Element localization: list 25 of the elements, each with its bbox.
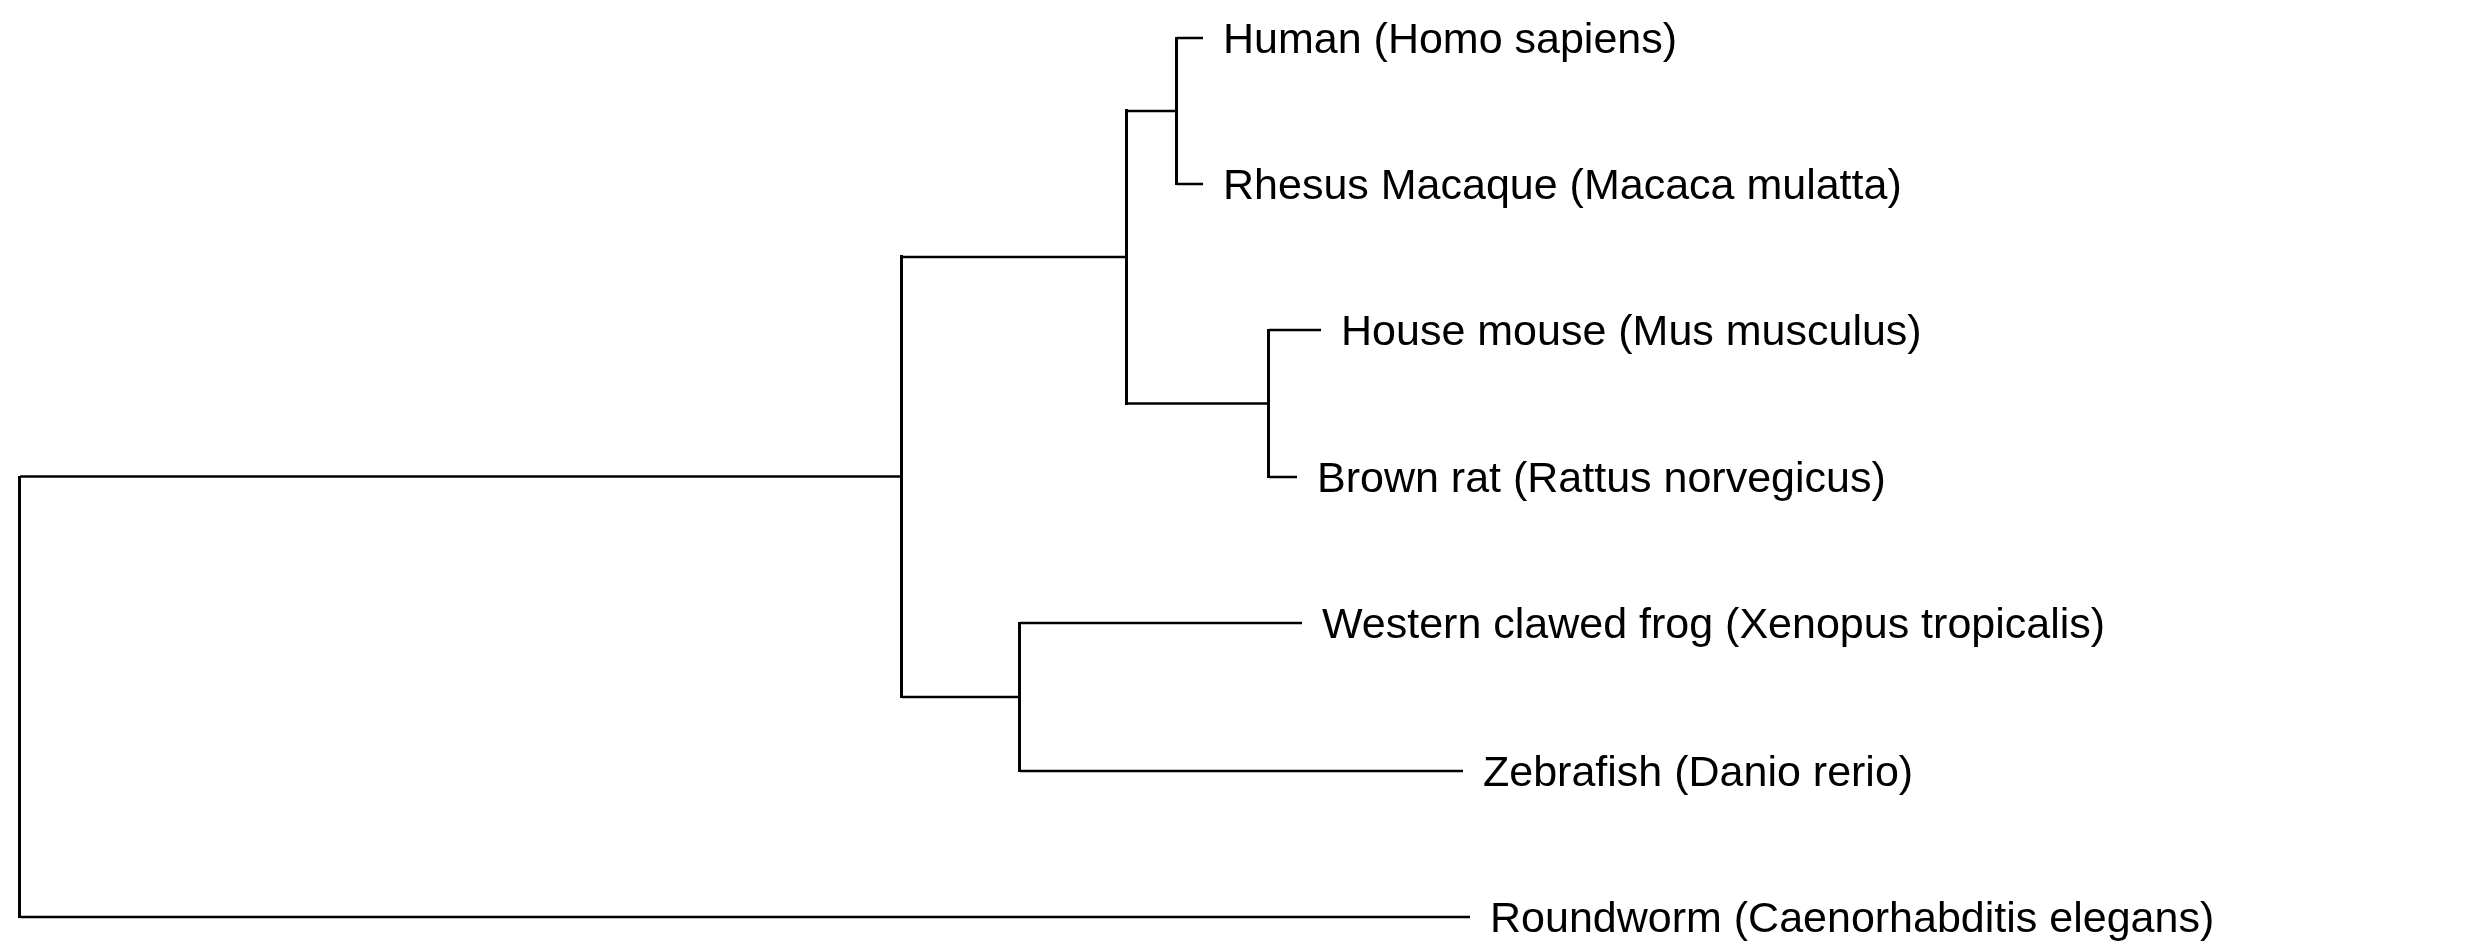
tree-branch bbox=[1269, 475, 1297, 479]
branch-point-line bbox=[1267, 329, 1270, 478]
tree-branch bbox=[1020, 621, 1302, 625]
branch-point-line bbox=[900, 255, 903, 698]
tree-branch bbox=[1020, 769, 1463, 773]
branch-point-line bbox=[1125, 109, 1128, 405]
tree-branch bbox=[20, 915, 1470, 919]
branch-point-line bbox=[1018, 622, 1021, 772]
branch-point-line bbox=[18, 476, 21, 918]
species-label: Roundworm (Caenorhabditis elegans) bbox=[1470, 892, 2215, 942]
species-label: Zebrafish (Danio rerio) bbox=[1463, 746, 1914, 796]
species-label: Human (Homo sapiens) bbox=[1203, 13, 1678, 63]
species-label: Western clawed frog (Xenopus tropicalis) bbox=[1302, 598, 2106, 648]
tree-branch bbox=[1177, 36, 1203, 40]
tree-branch bbox=[902, 255, 1125, 259]
species-label: Brown rat (Rattus norvegicus) bbox=[1297, 452, 1886, 502]
tree-branch bbox=[1177, 182, 1203, 186]
tree-branch bbox=[20, 475, 900, 478]
tree-branch bbox=[902, 695, 1018, 699]
tree-branch bbox=[1127, 109, 1175, 113]
tree-branch bbox=[1269, 328, 1321, 332]
species-label: Rhesus Macaque (Macaca mulatta) bbox=[1203, 159, 1902, 209]
species-label: House mouse (Mus musculus) bbox=[1321, 305, 1922, 355]
branch-point-line bbox=[1175, 37, 1178, 185]
tree-branch bbox=[1127, 402, 1267, 405]
